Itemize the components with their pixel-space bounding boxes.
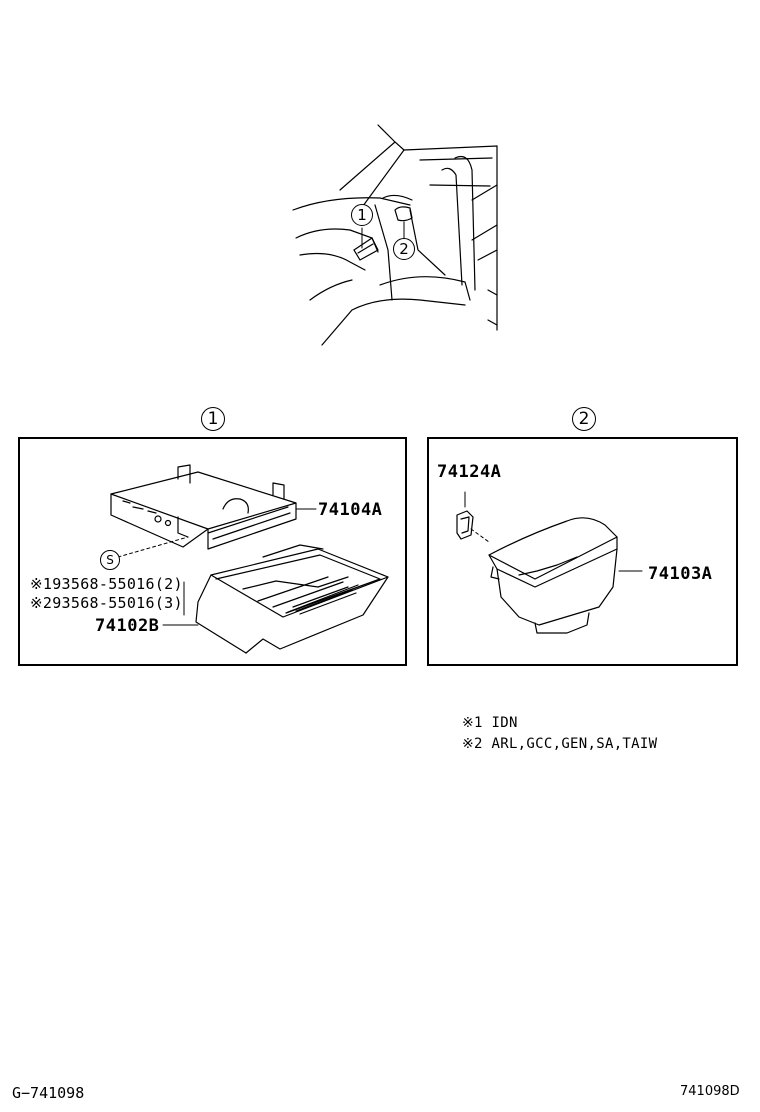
front-ashtray-sketch-2 <box>358 244 373 253</box>
part-label-74104A: 74104A <box>318 500 383 520</box>
ashtray-lid <box>489 518 617 579</box>
front-ashtray-sketch <box>354 238 378 260</box>
part-label-74102B: 74102B <box>95 616 160 636</box>
housing-lip <box>216 555 380 613</box>
part-label-74124A: 74124A <box>437 462 502 482</box>
panel-2-frame <box>427 437 738 666</box>
panel-1-frame <box>18 437 407 666</box>
dashboard-lower <box>296 229 378 252</box>
panel-2-callout: 2 <box>572 407 596 431</box>
bracket-tab-3 <box>178 517 188 537</box>
seat-frame <box>472 185 497 260</box>
footer-right-code: 741098D <box>680 1084 740 1099</box>
bracket-slot <box>208 507 290 539</box>
screw-symbol: S <box>100 550 120 570</box>
seat-back <box>455 157 475 291</box>
ashtray-base <box>535 613 589 633</box>
screw-1-mark: ※1 <box>30 575 53 593</box>
a-pillar <box>340 142 404 210</box>
note-2-text: ARL,GCC,GEN,SA,TAIW <box>491 736 658 752</box>
seat-back-2 <box>442 168 462 285</box>
bracket-side <box>208 503 296 549</box>
housing-bottom <box>246 577 388 653</box>
clip-inner <box>461 517 469 533</box>
clip-shape <box>457 511 473 539</box>
ashtray-knob <box>491 567 499 579</box>
roof-line <box>404 146 497 330</box>
rear-ashtray-sketch-2 <box>383 195 412 200</box>
note-2-mark: ※2 <box>462 736 483 752</box>
panel-2-illustration <box>427 437 747 677</box>
center-console <box>375 205 445 300</box>
housing-flap <box>263 545 323 557</box>
housing-grille <box>293 587 356 614</box>
ashtray-lid-detail <box>519 557 577 575</box>
door-frame <box>420 158 492 186</box>
bracket-knob <box>223 499 248 513</box>
housing-inner <box>243 577 358 612</box>
screw-2-qty: (3) <box>154 594 183 612</box>
bracket-tab-2 <box>273 483 284 499</box>
ashtray-body <box>497 549 617 625</box>
screw-2-part-no: 93568-55016 <box>52 594 155 612</box>
overview-callout-1: 1 <box>351 204 373 226</box>
ashtray-lid-edge <box>489 537 617 587</box>
screw-1-qty: (2) <box>154 575 183 593</box>
screw-1-part-no: 93568-55016 <box>52 575 155 593</box>
dashboard-face <box>300 254 365 270</box>
floor-line-2 <box>310 280 352 300</box>
bracket-front <box>111 494 208 547</box>
screw-label-2: ※293568-55016(3) <box>30 594 183 612</box>
note-1-text: IDN <box>491 715 518 731</box>
vehicle-interior-overview <box>0 0 760 360</box>
floor-line-3 <box>488 290 497 325</box>
floor-line <box>322 299 465 345</box>
rear-ashtray-sketch <box>395 207 412 221</box>
note-2: ※2 ARL,GCC,GEN,SA,TAIW <box>462 736 657 752</box>
screw-2-mark: ※2 <box>30 594 53 612</box>
panel-1-callout: 1 <box>201 407 225 431</box>
bracket-tab-1 <box>178 465 190 483</box>
overview-callout-2: 2 <box>393 238 415 260</box>
seat-cushion <box>380 277 470 300</box>
note-1-mark: ※1 <box>462 715 483 731</box>
note-1: ※1 IDN <box>462 715 518 731</box>
screw-label-1: ※193568-55016(2) <box>30 575 183 593</box>
dashboard-top <box>293 198 410 210</box>
housing-front <box>196 575 246 653</box>
panel-1-illustration <box>18 437 418 677</box>
footer-left-code: G−741098 <box>12 1084 85 1102</box>
bracket-detail <box>123 501 156 513</box>
part-label-74103A: 74103A <box>648 564 713 584</box>
